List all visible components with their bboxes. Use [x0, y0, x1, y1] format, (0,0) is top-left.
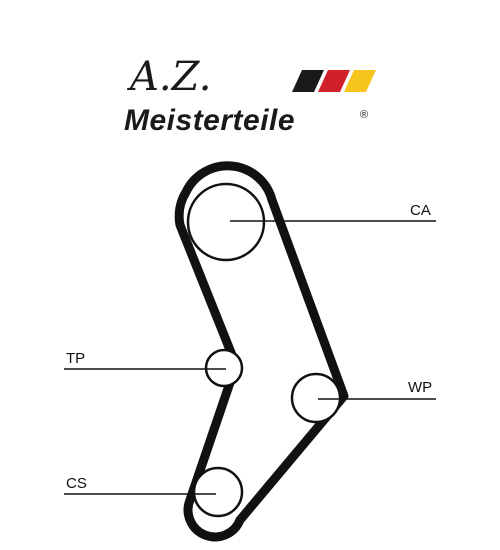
timing-belt	[174, 161, 349, 542]
brand-initials: A.Z.	[126, 54, 211, 100]
label-cs: CS	[66, 475, 87, 492]
pulley-wp	[290, 372, 342, 424]
label-tp: TP	[66, 350, 85, 367]
brand-logo: A.Z. Meisterteile ®	[124, 54, 376, 137]
pulley-cs	[192, 466, 244, 518]
pulley-ca	[186, 182, 266, 262]
registered-mark: ®	[360, 109, 368, 121]
brand-name: Meisterteile	[124, 104, 295, 137]
pulley-tp	[204, 348, 244, 388]
flag-stripe-red	[318, 70, 350, 92]
label-wp: WP	[408, 379, 432, 396]
flag-stripe-gold	[344, 70, 376, 92]
label-ca: CA	[410, 202, 431, 219]
flag-stripe-black	[292, 70, 324, 92]
flag-stripes-icon	[292, 70, 376, 92]
